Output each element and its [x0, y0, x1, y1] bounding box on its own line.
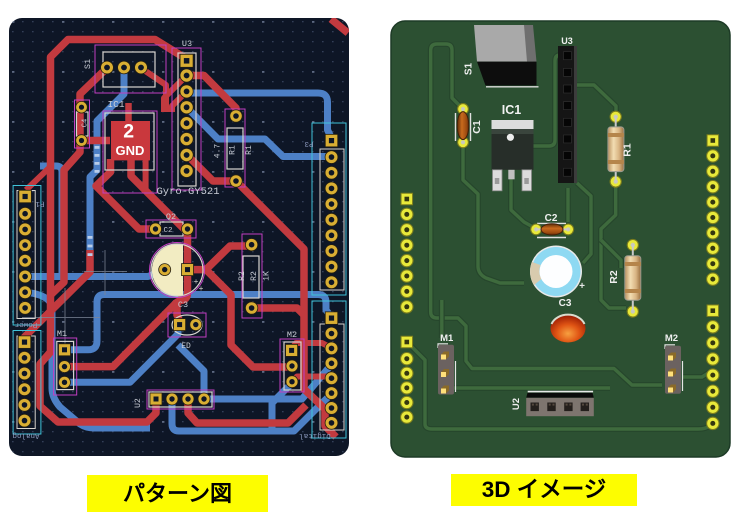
svg-text:M1: M1	[440, 333, 454, 344]
svg-text:R1: R1	[622, 143, 634, 157]
svg-text:U3: U3	[182, 39, 192, 49]
svg-text:4.7: 4.7	[214, 144, 223, 159]
svg-text:R1: R1	[245, 145, 254, 155]
svg-text:+: +	[199, 285, 204, 294]
svg-text:Gyro-GY521: Gyro-GY521	[156, 186, 219, 198]
svg-text:Analog: Analog	[12, 431, 39, 439]
svg-text:U2: U2	[134, 398, 143, 408]
svg-text:1K: 1K	[263, 271, 272, 281]
svg-text:Power: Power	[15, 320, 38, 328]
svg-text:+: +	[194, 278, 199, 287]
svg-text:P1: P1	[35, 199, 45, 207]
svg-text:R2: R2	[608, 270, 620, 284]
svg-text:GND: GND	[116, 143, 145, 158]
svg-text:M2: M2	[287, 330, 297, 340]
svg-text:Digital: Digital	[299, 431, 331, 439]
svg-text:ED: ED	[181, 342, 191, 351]
svg-text:C2: C2	[163, 227, 172, 235]
svg-text:R2: R2	[250, 271, 259, 281]
svg-text:2: 2	[123, 121, 134, 143]
svg-text:IC1: IC1	[107, 99, 124, 110]
svg-text:P3: P3	[304, 139, 314, 147]
svg-text:S1: S1	[83, 59, 93, 69]
svg-text:M1: M1	[57, 329, 67, 339]
svg-text:+: +	[579, 281, 585, 292]
svg-text:R1: R1	[229, 145, 238, 155]
svg-text:M2: M2	[665, 333, 678, 344]
svg-text:C1: C1	[471, 120, 483, 134]
svg-text:S1: S1	[464, 62, 475, 75]
svg-text:C2: C2	[545, 213, 558, 224]
svg-text:R2: R2	[238, 271, 247, 281]
svg-text:Q2: Q2	[166, 212, 176, 222]
svg-text:IC1: IC1	[502, 103, 522, 117]
svg-text:C3: C3	[178, 300, 188, 310]
svg-text:U3: U3	[561, 36, 573, 46]
svg-text:U2: U2	[511, 398, 522, 410]
svg-text:C4: C4	[82, 119, 90, 127]
svg-text:C3: C3	[559, 298, 572, 309]
